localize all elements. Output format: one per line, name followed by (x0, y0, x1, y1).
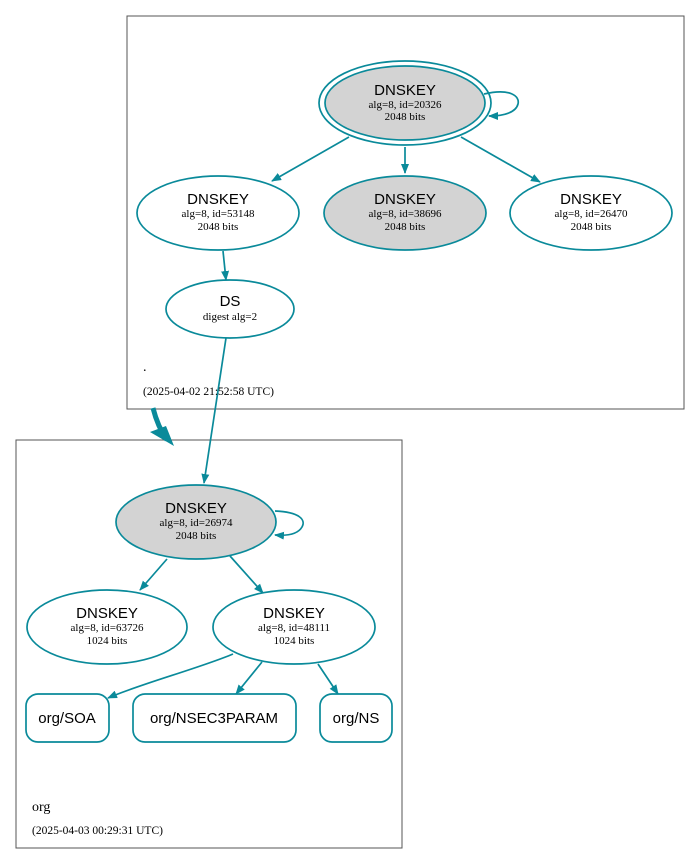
node-title: DNSKEY (165, 500, 227, 517)
node-bits: 1024 bits (87, 635, 128, 647)
node-bits: 2048 bits (176, 530, 217, 542)
node-root-ksk-38696: DNSKEY alg=8, id=38696 2048 bits (323, 175, 487, 251)
node-title: DNSKEY (374, 82, 436, 99)
rrset-label: org/NSEC3PARAM (150, 710, 278, 727)
edge-zsk2-to-soa (107, 653, 234, 699)
rrset-label: org/NS (333, 710, 380, 727)
delegation-arrowhead (150, 426, 174, 446)
edge-zsk2-to-nsec3param (235, 661, 263, 695)
node-org-soa: org/SOA (25, 693, 110, 743)
edge-org-ksk-self (274, 510, 304, 540)
node-ds: DS digest alg=2 (165, 279, 295, 339)
node-root-ksk: DNSKEY alg=8, id=20326 2048 bits (318, 60, 492, 146)
node-detail: alg=8, id=63726 (71, 622, 144, 634)
root-zone-box (126, 15, 685, 410)
node-title: DNSKEY (76, 605, 138, 622)
edge-org-ksk-to-zsk1 (139, 558, 168, 591)
node-title: DNSKEY (374, 191, 436, 208)
zone-timestamp-org: (2025-04-03 00:29:31 UTC) (32, 825, 163, 837)
edge-ds-to-org-ksk (201, 337, 227, 484)
edge-zsk2-to-ns (317, 663, 339, 695)
node-org-nsec3param: org/NSEC3PARAM (132, 693, 297, 743)
edge-ksk-self (483, 91, 520, 120)
node-detail: alg=8, id=38696 (369, 208, 442, 220)
node-detail: alg=8, id=53148 (182, 208, 255, 220)
node-org-zsk-48111: DNSKEY alg=8, id=48111 1024 bits (212, 589, 376, 665)
zone-timestamp-root: (2025-04-02 21:52:58 UTC) (143, 386, 274, 398)
node-bits: 2048 bits (385, 221, 426, 233)
node-bits: 2048 bits (198, 221, 239, 233)
node-org-ksk-26974: DNSKEY alg=8, id=26974 2048 bits (115, 484, 277, 560)
node-detail: alg=8, id=20326 (369, 99, 442, 111)
org-zone-box (15, 439, 403, 849)
node-detail: alg=8, id=48111 (258, 622, 330, 634)
edge-org-ksk-to-zsk2 (229, 555, 264, 594)
node-detail: digest alg=2 (203, 311, 257, 323)
node-bits: 1024 bits (274, 635, 315, 647)
edge-ksk-to-zsk2 (460, 136, 541, 183)
node-root-zsk-26470: DNSKEY alg=8, id=26470 2048 bits (509, 175, 673, 251)
node-title: DNSKEY (187, 191, 249, 208)
zone-name-org: org (32, 800, 50, 815)
node-detail: alg=8, id=26974 (160, 517, 233, 529)
node-org-zsk-63726: DNSKEY alg=8, id=63726 1024 bits (26, 589, 188, 665)
rrset-label: org/SOA (38, 710, 96, 727)
node-org-ns: org/NS (319, 693, 393, 743)
zone-name-root: . (143, 360, 147, 375)
node-title: DNSKEY (560, 191, 622, 208)
node-title: DNSKEY (263, 605, 325, 622)
node-root-zsk-53148: DNSKEY alg=8, id=53148 2048 bits (136, 175, 300, 251)
node-bits: 2048 bits (571, 221, 612, 233)
edge-ksk-to-zsk1 (271, 136, 350, 182)
node-bits: 2048 bits (385, 111, 426, 123)
node-title: DS (220, 293, 241, 310)
node-detail: alg=8, id=26470 (555, 208, 628, 220)
edge-zsk1-to-ds (221, 250, 230, 281)
